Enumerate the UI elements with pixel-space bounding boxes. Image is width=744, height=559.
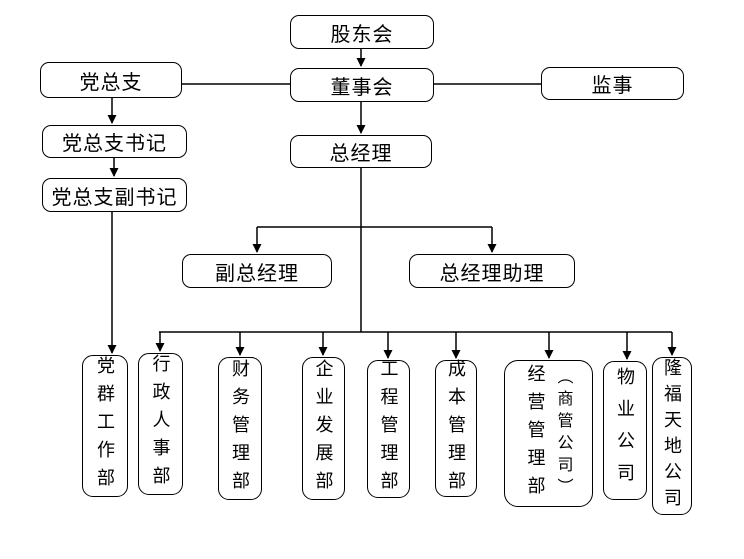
dept-cost-management: 成本管理部 xyxy=(435,358,477,499)
node-label: 总经理 xyxy=(329,143,393,165)
node-party-branch-deputy-secretary: 党总支副书记 xyxy=(42,178,187,212)
dept-finance-management: 财务管理部 xyxy=(218,357,262,500)
node-label: 股东会 xyxy=(330,23,394,46)
dept-label-columns: 经营管理部 （商管公司） xyxy=(525,363,572,504)
dept-label: 经营管理部 xyxy=(525,363,546,504)
dept-label: 财务管理部 xyxy=(230,358,250,499)
dept-label: 党群工作部 xyxy=(95,356,115,496)
node-label: 总经理助理 xyxy=(439,262,545,285)
dept-operation-management-commercial-company: 经营管理部 （商管公司） xyxy=(504,360,593,507)
node-general-manager: 总经理 xyxy=(290,135,432,168)
node-board-of-directors: 董事会 xyxy=(290,68,434,102)
dept-label: 成本管理部 xyxy=(446,358,466,499)
node-label: 监事 xyxy=(591,75,634,97)
dept-label: 企业发展部 xyxy=(313,358,334,499)
dept-label: 隆福天地公司 xyxy=(662,358,682,514)
node-label: 党总支书记 xyxy=(62,133,167,155)
dept-label: 工程管理部 xyxy=(378,359,399,499)
node-party-branch-secretary: 党总支书记 xyxy=(42,125,187,158)
dept-engineering-management: 工程管理部 xyxy=(367,359,410,499)
node-label: 董事会 xyxy=(330,76,394,99)
node-party-general-branch: 党总支 xyxy=(40,62,182,98)
dept-longfu-tiandi-company: 隆福天地公司 xyxy=(652,357,692,515)
node-gm-assistant: 总经理助理 xyxy=(409,254,575,288)
dept-property-company: 物业公司 xyxy=(603,361,647,500)
dept-sublabel: （商管公司） xyxy=(554,367,572,500)
node-supervisor: 监事 xyxy=(541,67,684,100)
node-label: 党总支 xyxy=(79,71,143,94)
dept-label: 物业公司 xyxy=(615,366,635,495)
dept-admin-hr: 行政人事部 xyxy=(138,353,183,495)
dept-label: 行政人事部 xyxy=(150,354,171,494)
dept-enterprise-development: 企业发展部 xyxy=(302,357,345,500)
node-label: 副总经理 xyxy=(215,262,299,285)
dept-party-mass-work: 党群工作部 xyxy=(82,355,128,497)
node-shareholders-meeting: 股东会 xyxy=(290,15,434,49)
node-deputy-general-manager: 副总经理 xyxy=(182,254,332,288)
node-label: 党总支副书记 xyxy=(51,186,178,209)
